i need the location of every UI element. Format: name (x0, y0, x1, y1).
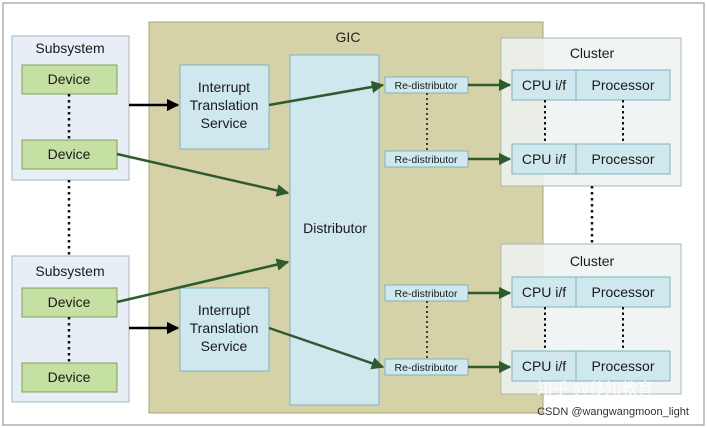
subsystem-1: Subsystem Device Device (11, 35, 130, 181)
redistributor-3: Re-distributor (384, 284, 469, 302)
subsystem-2-device-2 (21, 362, 118, 393)
redistributor-4-label: Re-distributor (394, 362, 458, 374)
arrow-its-to-redistributor-1 (268, 80, 385, 107)
redistributor-1: Re-distributor (384, 76, 469, 94)
arrow-device-to-distributor-1 (116, 152, 290, 197)
its-1: Interrupt Translation Service (179, 64, 270, 150)
its-1-box (179, 64, 270, 150)
subsystem-1-device-2-label: Device (48, 146, 91, 162)
cluster-1-processor-1 (575, 69, 671, 101)
cluster-1: Cluster CPU i/f Processor CPU i/f Proces… (500, 37, 682, 187)
its-2-line-3: Service (201, 338, 248, 354)
subsystem-1-device-1-label: Device (48, 71, 91, 87)
cluster-2-processor-2-label: Processor (591, 358, 654, 374)
cluster-1-processor-2 (575, 143, 671, 175)
cluster-2-processor-1-label: Processor (591, 284, 654, 300)
distributor-box (289, 54, 380, 406)
its-1-line-1: Interrupt (198, 79, 250, 95)
redistributor-1-label: Re-distributor (394, 80, 458, 92)
subsystem-2-title: Subsystem (35, 263, 104, 279)
cluster-1-cpu-if-2-label: CPU i/f (522, 151, 566, 167)
redistributor-2-label: Re-distributor (394, 154, 458, 166)
cluster-1-cpu-if-1-label: CPU i/f (522, 77, 566, 93)
cluster-1-cpu-if-2 (511, 143, 577, 175)
subsystem-1-title: Subsystem (35, 40, 104, 56)
cluster-2-cpu-if-2-label: CPU i/f (522, 358, 566, 374)
cluster-1-processor-1-label: Processor (591, 77, 654, 93)
cluster-1-title: Cluster (570, 45, 615, 61)
redistributor-4: Re-distributor (384, 358, 469, 376)
subsystem-2-device-2-label: Device (48, 369, 91, 385)
arrow-device-to-distributor-2 (116, 258, 290, 304)
subsystem-2: Subsystem Device Device (11, 255, 130, 403)
its-2-box (179, 287, 270, 372)
redistributor-3-label: Re-distributor (394, 288, 458, 300)
distributor-label: Distributor (303, 220, 367, 236)
its-2: Interrupt Translation Service (179, 287, 270, 372)
its-2-line-1: Interrupt (198, 302, 250, 318)
cluster-2: Cluster CPU i/f Processor CPU i/f Proces… (500, 243, 682, 395)
arrow-its-to-redistributor-4 (268, 326, 385, 370)
cluster-2-title: Cluster (570, 253, 615, 269)
subsystem-2-device-1 (21, 287, 118, 318)
watermark-zhihu: 知乎 @移知教育 (537, 380, 654, 398)
gic-title: GIC (336, 29, 361, 45)
cluster-2-processor-1 (575, 276, 671, 308)
subsystem-1-device-1 (21, 64, 118, 95)
cluster-2-cpu-if-1-label: CPU i/f (522, 284, 566, 300)
subsystem-2-device-1-label: Device (48, 294, 91, 310)
cluster-1-processor-2-label: Processor (591, 151, 654, 167)
cluster-2-processor-2 (575, 350, 671, 382)
its-1-line-2: Translation (190, 97, 259, 113)
distributor: Distributor (289, 54, 380, 406)
redistributor-2: Re-distributor (384, 150, 469, 168)
its-1-line-3: Service (201, 115, 248, 131)
its-2-line-2: Translation (190, 320, 259, 336)
watermark-csdn: CSDN @wangwangmoon_light (537, 406, 689, 418)
cluster-2-cpu-if-1 (511, 276, 577, 308)
